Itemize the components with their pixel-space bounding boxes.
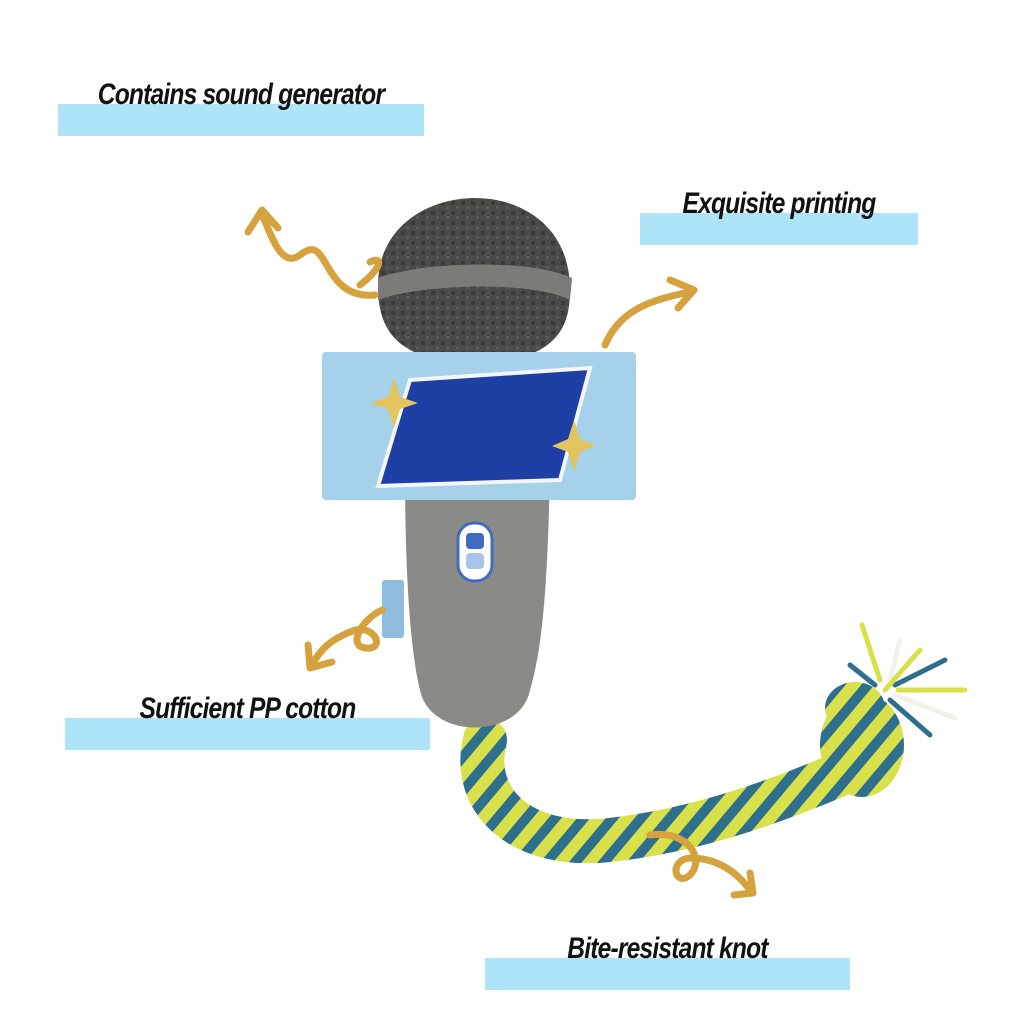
sign-panel	[375, 365, 593, 489]
sparkle-star-icon	[370, 378, 418, 428]
label-text: Bite-resistant knot	[567, 932, 768, 965]
label-sound-generator: Contains sound generator	[58, 76, 424, 136]
rope-fringe	[847, 622, 968, 738]
rope-knot	[820, 682, 904, 797]
mic-handle	[405, 470, 550, 728]
mic-head	[378, 198, 572, 365]
mic-switch-icon	[456, 521, 494, 583]
label-band	[640, 213, 918, 245]
label-exquisite-printing: Exquisite printing	[640, 185, 918, 245]
label-band	[65, 718, 430, 750]
curved-arrow-icon	[646, 831, 757, 899]
label-text: Sufficient PP cotton	[139, 692, 357, 725]
rope	[460, 622, 968, 864]
label-pp-cotton: Sufficient PP cotton	[65, 690, 430, 750]
label-text: Contains sound generator	[97, 78, 385, 111]
label-bite-resistant-knot: Bite-resistant knot	[485, 930, 850, 990]
label-text: Exquisite printing	[682, 187, 876, 220]
label-band	[58, 104, 424, 136]
curved-arrow-icon	[244, 206, 383, 299]
sparkle-star-icon	[552, 420, 596, 472]
curved-arrow-icon	[601, 276, 698, 349]
side-tag	[382, 580, 404, 638]
curved-arrow-icon	[304, 606, 386, 672]
label-band	[485, 958, 850, 990]
sign-board	[322, 352, 636, 500]
